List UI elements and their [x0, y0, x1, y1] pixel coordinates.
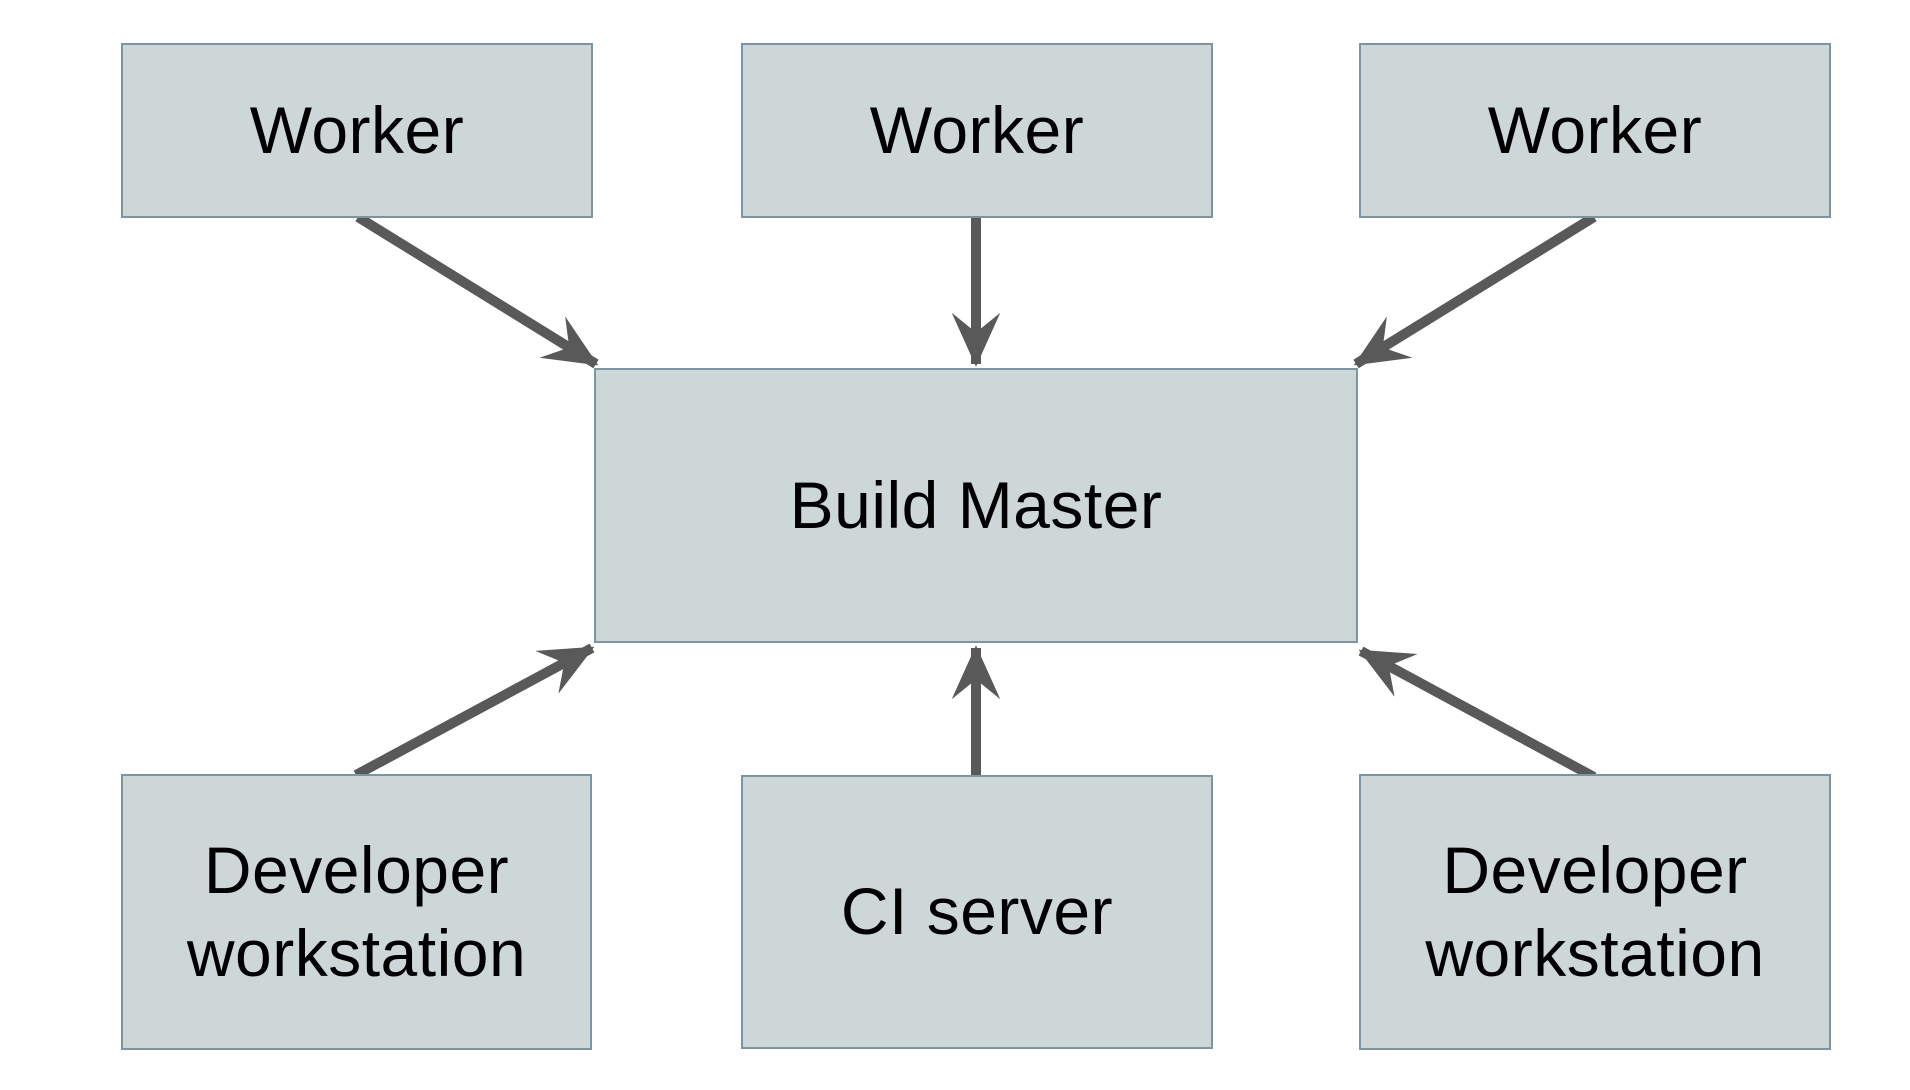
- node-label-ci-server: CI server: [840, 874, 1114, 949]
- arrow-developer-workstation-left-to-build-master: [353, 643, 595, 780]
- node-worker-3: Worker: [1359, 43, 1831, 218]
- node-developer-workstation-left: Developer workstation: [121, 774, 592, 1050]
- arrow-worker-1-to-build-master: [355, 212, 599, 369]
- node-ci-server: CI server: [741, 775, 1213, 1049]
- arrow-developer-workstation-right-to-build-master: [1358, 646, 1597, 782]
- node-developer-workstation-right: Developer workstation: [1359, 774, 1831, 1050]
- arrow-worker-3-to-build-master: [1353, 212, 1597, 369]
- node-label-developer-workstation-right: Developer workstation: [1425, 832, 1765, 990]
- node-build-master: Build Master: [594, 368, 1358, 643]
- node-label-worker-1: Worker: [249, 92, 465, 167]
- node-label-worker-2: Worker: [869, 92, 1085, 167]
- node-label-worker-3: Worker: [1487, 92, 1703, 167]
- node-label-developer-workstation-left: Developer workstation: [186, 832, 527, 990]
- node-worker-1: Worker: [121, 43, 593, 218]
- node-label-build-master: Build Master: [789, 467, 1163, 542]
- node-worker-2: Worker: [741, 43, 1213, 218]
